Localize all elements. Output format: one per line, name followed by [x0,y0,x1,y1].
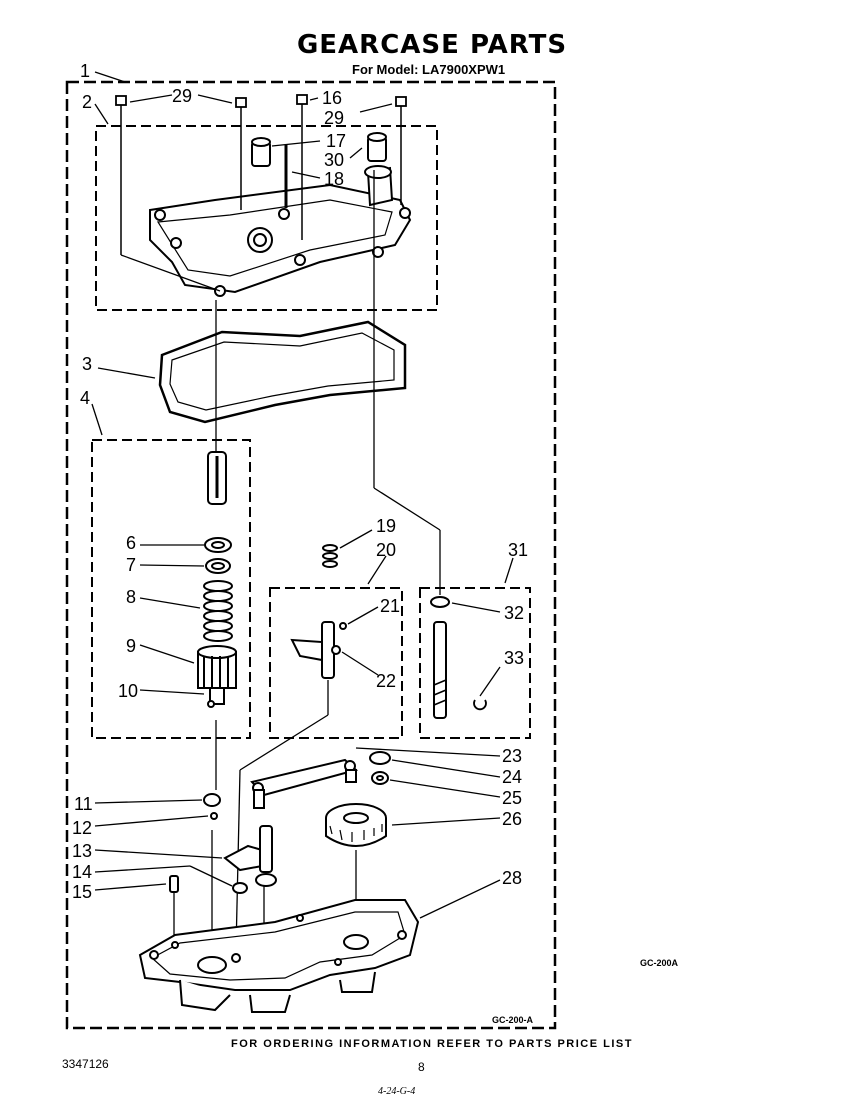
segment-gear-13 [223,844,263,872]
callout-7: 7 [126,555,136,575]
callout-23: 23 [502,746,522,766]
callout-31: 31 [508,540,528,560]
callout-11: 11 [74,794,93,814]
callout-3: 3 [82,354,92,374]
gasket [158,320,407,424]
washer-32 [430,596,450,608]
callout-4: 4 [80,388,90,408]
main-gear-26 [325,803,387,847]
callout-2: 2 [82,92,92,112]
pinion-gear-9 [197,645,237,705]
page-title: GEARCASE PARTS [296,30,568,60]
ring-33 [473,699,487,711]
gearcase-base [138,899,420,1013]
callout-9: 9 [126,636,136,656]
callout-17: 17 [326,131,346,151]
washer-24 [369,751,391,765]
callout-26: 26 [502,809,522,829]
callout-25: 25 [502,788,522,808]
callout-20: 20 [376,540,396,560]
model-subtitle: For Model: LA7900XPW1 [352,62,506,77]
gearcase-cover [149,165,412,297]
callout-19: 19 [376,516,396,536]
callout-32: 32 [504,603,524,623]
clip-21 [339,622,347,630]
callout-21: 21 [380,596,400,616]
callout-29-right: 29 [324,108,344,128]
handwritten-note: 4-24-G-4 [378,1086,416,1097]
callout-16: 16 [322,88,342,108]
outer-assembly-frame [65,80,557,1030]
callout-1: 1 [80,61,90,81]
pin-15 [169,875,179,893]
crank-shaft [259,825,273,873]
callout-13: 13 [72,841,92,861]
shaft-frame [419,587,531,739]
callout-24: 24 [502,767,522,787]
clip-22 [331,645,341,655]
drive-link-23 [250,758,359,797]
pinion-frame [91,439,251,739]
shifter-frame [269,587,403,739]
callout-22: 22 [376,671,396,691]
washer-14 [232,882,248,894]
shifter-fork [290,638,323,662]
cover-frame [95,125,438,311]
figure-code-bottom: GC-200-A [492,1015,534,1025]
spring-8 [203,580,233,642]
callout-30: 30 [324,150,344,170]
ball-10 [207,700,215,708]
callout-14: 14 [72,862,92,882]
bearing-11 [203,793,221,807]
callout-33: 33 [504,648,524,668]
document-number: 3347126 [62,1057,109,1071]
ordering-note: FOR ORDERING INFORMATION REFER TO PARTS … [231,1038,633,1050]
callout-6: 6 [126,533,136,553]
cover-screws [115,94,407,292]
callout-28: 28 [502,868,522,888]
callout-29-left: 29 [172,86,192,106]
figure-code-right: GC-200A [640,958,679,968]
page-number: 8 [418,1060,425,1074]
spring-19 [322,544,338,568]
callout-12: 12 [72,818,92,838]
callout-15: 15 [72,882,92,902]
callout-18: 18 [324,169,344,189]
ball-12 [210,812,218,820]
callout-8: 8 [126,587,136,607]
callout-10: 10 [118,681,138,701]
